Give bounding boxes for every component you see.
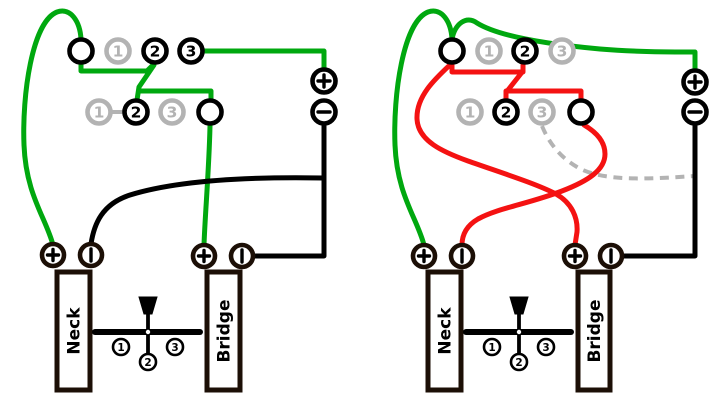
plus-icon: [567, 248, 583, 264]
right-row2-lug-2-label: 2: [501, 104, 512, 122]
plus-icon: [316, 73, 332, 89]
right-output-plus-terminal: [681, 68, 709, 96]
right-switch-pos3: [536, 337, 556, 357]
left-output-plus-terminal: [310, 67, 338, 95]
left-row2-lug-common: [196, 98, 224, 126]
right-row2-lug-1-label: 1: [465, 104, 476, 122]
right-switch-pos2: [509, 352, 529, 372]
left-switch-pos3-label: 3: [171, 342, 178, 354]
left-lug3-outputplus-wire-green: [201, 48, 327, 71]
right-switch-lever-icon: [509, 296, 529, 315]
right-row1-lug-1-label: 1: [484, 43, 495, 61]
right-lugcommon-outputplus-wire-green: [449, 17, 698, 71]
right-row2-lug-1: [456, 98, 484, 126]
left-neck-return-wire-black: [88, 175, 327, 247]
right-row1-lug-2-label: 2: [520, 43, 531, 61]
right-switch-pos3-label: 3: [542, 342, 549, 354]
left-row1-lug-1: [104, 37, 132, 65]
left-switch-pos3: [165, 337, 185, 357]
right-output-minus-terminal: [681, 98, 709, 126]
right-row1-lug-1: [475, 37, 503, 65]
right-bridge-pickup-label: Bridge: [585, 299, 605, 362]
plus-icon: [416, 248, 432, 264]
left-row2-lug-3-label: 3: [167, 104, 178, 122]
left-row2common-bridgeplus-wire-green: [201, 123, 213, 248]
right-lugcommon-bridgeplus-wire-red: [414, 61, 580, 248]
right-neck-minus-terminal: [448, 242, 476, 270]
right-row2-lug-common: [567, 98, 595, 126]
right-bridge-plus-terminal: [561, 242, 589, 270]
left-switch-pos2-label: 2: [144, 357, 151, 369]
left-lug2-row2lug2-wire-green: [134, 62, 157, 103]
right-selector-switch: 1 3 2: [463, 296, 574, 372]
right-lug2-row2lug2-wire-red: [505, 68, 526, 93]
left-bridge-plus-terminal: [190, 242, 218, 270]
right-switch-pos1-label: 1: [488, 342, 495, 354]
plus-icon: [687, 74, 703, 90]
left-row1-lug-2-label: 2: [150, 43, 161, 61]
right-row1-lug-3-label: 3: [557, 43, 568, 61]
left-switch-pos2: [138, 352, 158, 372]
right-bridge-minus-terminal: [597, 242, 625, 270]
right-row2-lug-3-label: 3: [537, 104, 548, 122]
left-neck-hot-wire-green: [21, 8, 84, 248]
right-neck-hot-wire-green: [392, 8, 455, 248]
left-diagram: 1 2 3 1 2 3: [21, 8, 338, 393]
right-row1-lug-2: [511, 37, 539, 65]
right-lug3-ground-dashed-wire: [540, 125, 695, 181]
left-neck-plus-terminal: [39, 241, 67, 269]
left-row1-lug-common: [67, 37, 95, 65]
left-switch-pos1: [111, 337, 131, 357]
right-lugcommon-lug2-wire-red: [449, 62, 526, 75]
left-row2-lug-1-label: 1: [94, 104, 105, 122]
left-row1-lug-3: [177, 37, 205, 65]
left-row1-lug-3-label: 3: [186, 43, 197, 61]
left-row2-lug-1: [85, 98, 113, 126]
left-lugcommon-lug2-wire-green: [78, 61, 157, 74]
left-row2-lug-2: [122, 98, 150, 126]
right-bridge-pickup: [575, 269, 613, 393]
left-ground-wire-black: [251, 123, 327, 259]
left-neck-pickup: [54, 269, 93, 393]
left-switch-lever-icon: [138, 296, 158, 315]
right-row2-jog-wire-red: [503, 88, 584, 103]
left-bridge-pickup: [204, 269, 243, 393]
right-ground-wire-black: [620, 123, 698, 259]
right-neck-pickup: [425, 269, 464, 393]
left-row2-branch-wire-green: [136, 88, 214, 103]
right-diagram: 1 2 3 1 2 3: [392, 8, 709, 393]
right-switch-pos2-label: 2: [515, 357, 522, 369]
left-output-minus-terminal: [310, 98, 338, 126]
right-switch-pos1: [482, 337, 502, 357]
left-neck-pickup-label: Neck: [65, 307, 85, 355]
right-row1-lug-3: [548, 37, 576, 65]
right-row2-lug-3: [528, 98, 556, 126]
left-bridge-pickup-label: Bridge: [215, 299, 235, 362]
right-neck-pickup-label: Neck: [436, 307, 456, 355]
right-row1-lug-common: [438, 37, 466, 65]
left-row1-lug-1-label: 1: [113, 43, 124, 61]
right-neck-plus-terminal: [410, 242, 438, 270]
left-switch-pivot: [145, 329, 151, 335]
right-switch-pivot: [516, 329, 522, 335]
left-row1-lug-2: [141, 37, 169, 65]
left-row2-lug-2-label: 2: [131, 104, 142, 122]
left-neck-minus-terminal: [77, 241, 105, 269]
right-row2-lug-2: [492, 98, 520, 126]
left-selector-switch: 1 3 2: [92, 296, 203, 372]
left-bridge-minus-terminal: [228, 242, 256, 270]
left-switch-pos1-label: 1: [117, 342, 124, 354]
plus-icon: [45, 247, 61, 263]
plus-icon: [196, 248, 212, 264]
left-row2-lug-3: [158, 98, 186, 126]
right-row2common-neckminus-wire-red: [459, 122, 608, 248]
